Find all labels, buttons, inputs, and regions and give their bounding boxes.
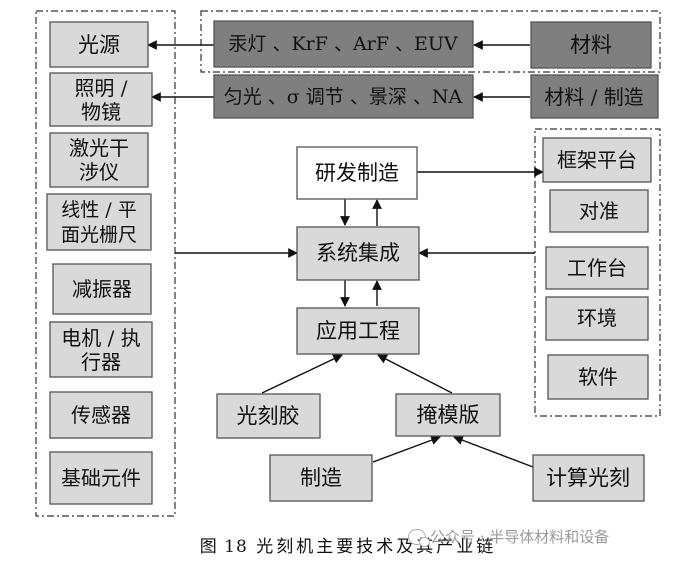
node-motor-actuator: 电机 / 执 行器 [49, 321, 153, 378]
svg-text:制造: 制造 [300, 466, 342, 490]
node-material-top: 材料 [530, 21, 652, 69]
arrow-computational-lithography-to-photomask [453, 435, 534, 468]
node-lighting-lens: 照明 / 物镜 [49, 72, 153, 127]
node-laser-interferometer: 激光干 涉仪 [49, 132, 149, 188]
watermark: 公众号 · 半导体材料和设备 [408, 526, 609, 547]
svg-text:基础元件: 基础元件 [61, 466, 141, 490]
wechat-icon [408, 528, 430, 547]
node-light-params: 匀光 、σ 调节 、景深 、NA [213, 74, 474, 119]
node-work-stage: 工作台 [545, 246, 649, 290]
node-photoresist: 光刻胶 [216, 393, 321, 439]
node-light-source: 光源 [49, 21, 149, 68]
svg-text:行器: 行器 [81, 350, 121, 374]
arrow-manufacture-to-photomask [372, 435, 441, 463]
svg-text:研发制造: 研发制造 [315, 161, 399, 185]
right-subsystems-group [534, 128, 661, 417]
svg-text:面光栅尺: 面光栅尺 [61, 224, 137, 246]
svg-text:光刻胶: 光刻胶 [237, 404, 300, 428]
watermark-text: 公众号 · 半导体材料和设备 [430, 528, 610, 546]
svg-text:减振器: 减振器 [72, 277, 132, 301]
node-rd-manufacturing: 研发制造 [296, 146, 418, 200]
svg-text:掩模版: 掩模版 [417, 403, 480, 427]
svg-text:工作台: 工作台 [567, 256, 627, 280]
svg-text:材料 / 制造: 材料 / 制造 [544, 85, 643, 109]
svg-text:传感器: 传感器 [71, 403, 131, 427]
node-basic-components: 基础元件 [49, 451, 153, 505]
figure-number: 图 18 [199, 537, 248, 557]
svg-text:计算光刻: 计算光刻 [546, 466, 630, 490]
svg-text:环境: 环境 [577, 306, 617, 330]
svg-text:电机 / 执: 电机 / 执 [61, 326, 140, 350]
node-frame-platform: 框架平台 [542, 137, 652, 183]
node-software: 软件 [547, 354, 649, 400]
node-alignment: 对准 [549, 189, 649, 233]
left-components-group [35, 10, 176, 517]
svg-text:系统集成: 系统集成 [316, 241, 400, 265]
top-light-group [200, 10, 661, 73]
svg-text:框架平台: 框架平台 [557, 148, 637, 172]
node-system-integration: 系统集成 [296, 226, 420, 281]
node-vibration-damper: 减振器 [52, 263, 152, 315]
figure-caption: 图 18 光刻机主要技术及其产业链 [0, 532, 696, 557]
svg-text:激光干: 激光干 [69, 136, 129, 160]
node-material-manufacture: 材料 / 制造 [530, 74, 659, 119]
svg-text:软件: 软件 [578, 365, 618, 389]
svg-text:对准: 对准 [579, 199, 619, 223]
svg-text:材料: 材料 [570, 33, 612, 57]
svg-text:线性 / 平: 线性 / 平 [61, 199, 136, 221]
node-application-engineering: 应用工程 [296, 307, 420, 355]
svg-text:匀光 、σ 调节 、景深 、NA: 匀光 、σ 调节 、景深 、NA [224, 86, 463, 108]
svg-text:汞灯 、KrF 、ArF 、EUV: 汞灯 、KrF 、ArF 、EUV [228, 33, 457, 55]
arrows [147, 40, 544, 468]
arrow-photomask-to-application [377, 354, 453, 394]
svg-text:应用工程: 应用工程 [316, 319, 400, 343]
node-sensor: 传感器 [49, 391, 153, 439]
node-grating-ruler: 线性 / 平 面光栅尺 [46, 193, 152, 251]
svg-text:照明 /: 照明 / [74, 76, 127, 100]
node-environment: 环境 [545, 296, 649, 341]
svg-text:涉仪: 涉仪 [79, 160, 119, 184]
node-computational-lithography: 计算光刻 [532, 454, 645, 502]
svg-text:物镜: 物镜 [81, 100, 121, 124]
svg-text:光源: 光源 [78, 33, 120, 57]
node-photomask: 掩模版 [395, 393, 501, 437]
figure-caption-text: 光刻机主要技术及其产业链 [256, 537, 497, 557]
node-light-types: 汞灯 、KrF 、ArF 、EUV [213, 20, 474, 68]
node-manufacture: 制造 [269, 454, 373, 502]
arrow-photoresist-to-application [261, 354, 343, 394]
